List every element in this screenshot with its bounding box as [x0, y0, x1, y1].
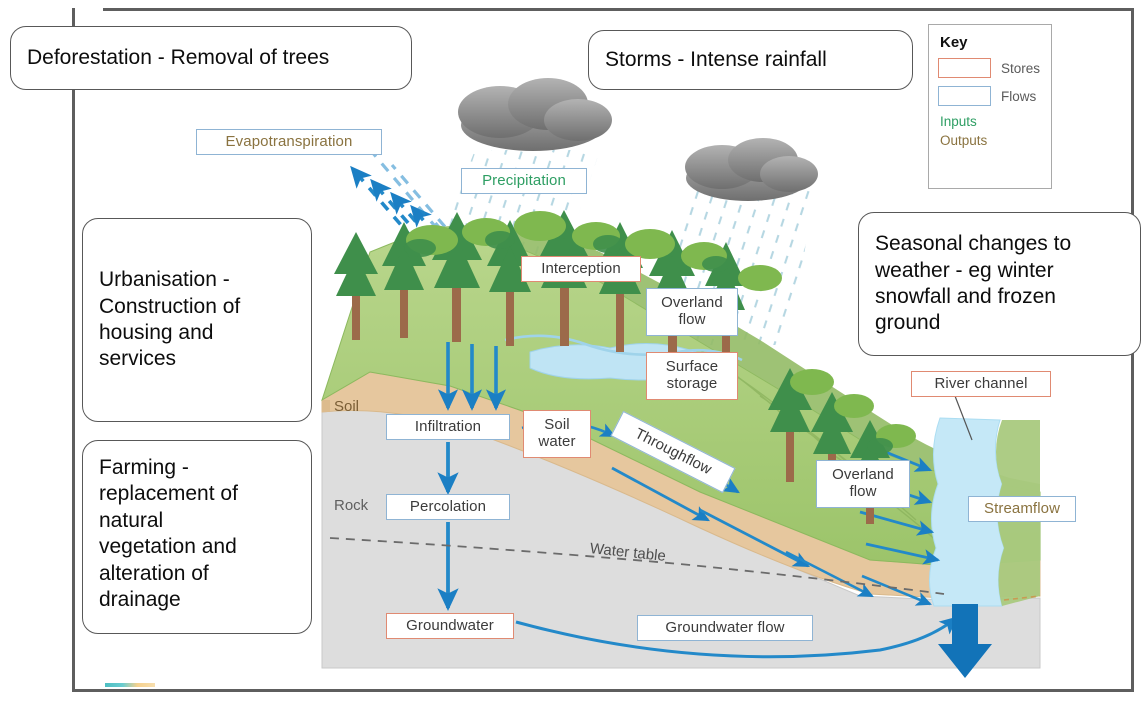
callout-farming[interactable]: Farming - replacement of natural vegetat…	[82, 440, 312, 634]
key-swatch-flow	[938, 86, 991, 106]
label-river-channel[interactable]: River channel	[911, 371, 1051, 397]
key-label-inputs: Inputs	[940, 114, 977, 129]
key-label-outputs: Outputs	[940, 133, 988, 148]
corner-color-mark	[105, 683, 155, 687]
label-surface-storage[interactable]: Surface storage	[646, 352, 738, 400]
label-precipitation[interactable]: Precipitation	[461, 168, 587, 194]
frame-notch	[75, 8, 103, 11]
label-streamflow[interactable]: Streamflow	[968, 496, 1076, 522]
label-groundwater[interactable]: Groundwater	[386, 613, 514, 639]
terrain-label-rock: Rock	[334, 497, 369, 514]
key-label-flows: Flows	[1001, 88, 1037, 104]
callout-seasonal[interactable]: Seasonal changes to weather - eg winter …	[858, 212, 1141, 356]
label-interception[interactable]: Interception	[521, 256, 641, 282]
label-infiltration[interactable]: Infiltration	[386, 414, 510, 440]
callout-deforestation[interactable]: Deforestation - Removal of trees	[10, 26, 412, 90]
label-overland-flow-upper[interactable]: Overland flow	[646, 288, 738, 336]
key-legend: Key Stores Flows Inputs Outputs	[928, 24, 1052, 189]
key-row-stores: Stores	[938, 58, 1042, 78]
key-swatch-store	[938, 58, 991, 78]
key-label-stores: Stores	[1001, 60, 1041, 76]
key-row-flows: Flows	[938, 86, 1042, 106]
key-title: Key	[940, 34, 968, 51]
callout-storms[interactable]: Storms - Intense rainfall	[588, 30, 913, 90]
label-soil-water[interactable]: Soil water	[523, 410, 591, 458]
label-groundwater-flow[interactable]: Groundwater flow	[637, 615, 813, 641]
terrain-label-soil: Soil	[334, 398, 360, 415]
label-percolation[interactable]: Percolation	[386, 494, 510, 520]
callout-urbanisation[interactable]: Urbanisation - Construction of housing a…	[82, 218, 312, 422]
label-evapotranspiration[interactable]: Evapotranspiration	[196, 129, 382, 155]
label-overland-flow-lower[interactable]: Overland flow	[816, 460, 910, 508]
